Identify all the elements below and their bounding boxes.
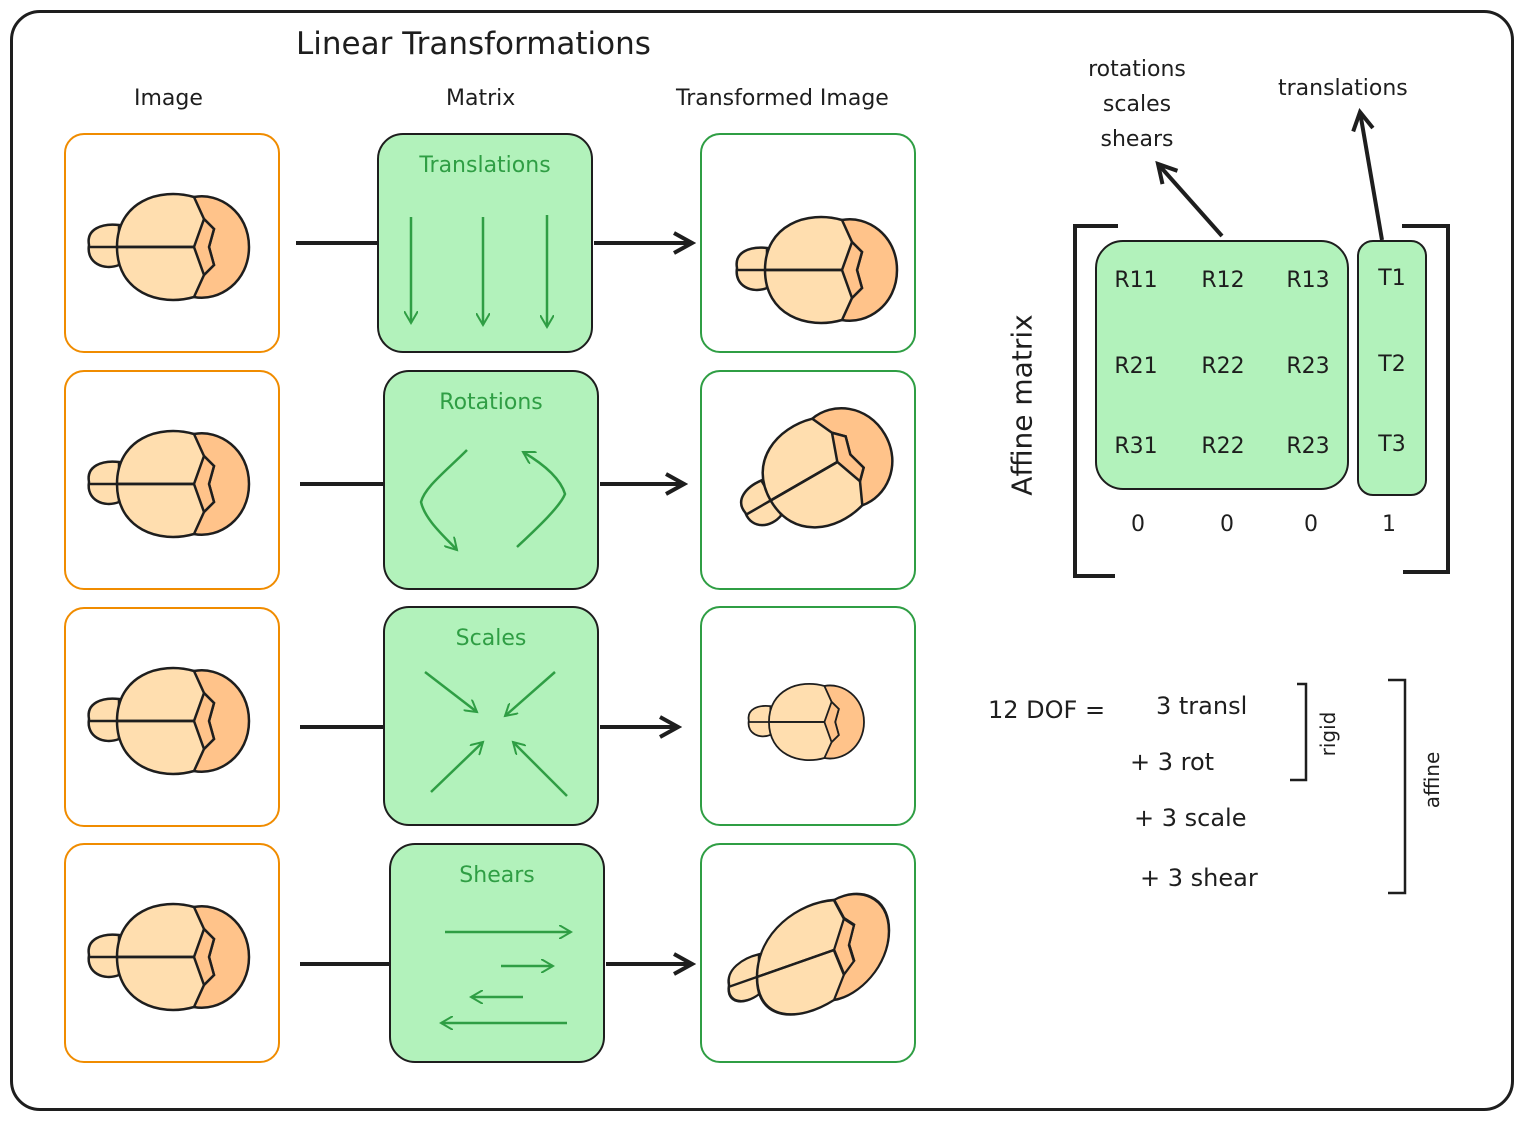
annotation-shears: shears xyxy=(1100,127,1174,152)
column-header-transformed: Transformed Image xyxy=(676,86,889,111)
column-header-image: Image xyxy=(134,86,203,111)
matrix-box-translations: Translations xyxy=(377,133,593,353)
matrix-cell: R13 xyxy=(1286,268,1330,293)
inward-arrows-icon xyxy=(424,671,568,797)
dof-term: 3 transl xyxy=(1156,692,1248,720)
matrix-cell: R23 xyxy=(1286,434,1330,459)
dof-term: + 3 shear xyxy=(1140,864,1258,892)
matrix-cell-bottom: 1 xyxy=(1382,512,1396,537)
rotation-block xyxy=(1095,240,1349,490)
matrix-cell-translation: T1 xyxy=(1378,266,1406,291)
matrix-label: Scales xyxy=(455,626,527,651)
matrix-cell: R11 xyxy=(1114,268,1158,293)
result-image-box xyxy=(700,133,916,353)
matrix-cell: R21 xyxy=(1114,354,1158,379)
diagram-title: Linear Transformations xyxy=(296,26,651,62)
matrix-cell: R12 xyxy=(1201,268,1245,293)
rigid-label: rigid xyxy=(1316,711,1340,757)
affine-matrix-label: Affine matrix xyxy=(1005,314,1039,496)
matrix-cell-bottom: 0 xyxy=(1220,512,1234,537)
input-image-box xyxy=(64,843,280,1063)
translation-pointer-arrow xyxy=(1360,112,1384,241)
rotation-arrows-icon xyxy=(419,449,567,592)
matrix-cell-bottom: 0 xyxy=(1304,512,1318,537)
rss-pointer-arrow xyxy=(1158,164,1224,238)
column-header-matrix: Matrix xyxy=(446,86,516,111)
matrix-cell-bottom: 0 xyxy=(1131,512,1145,537)
matrix-cell-translation: T2 xyxy=(1378,352,1406,377)
matrix-cell: R22 xyxy=(1201,354,1245,379)
matrix-cell: R22 xyxy=(1201,434,1245,459)
affine-bracket xyxy=(1388,678,1407,895)
result-image-box xyxy=(700,843,916,1063)
matrix-label: Rotations xyxy=(439,390,543,415)
matrix-label: Shears xyxy=(459,863,535,888)
matrix-label: Translations xyxy=(419,153,551,178)
down-arrows-icon xyxy=(379,215,595,355)
matrix-cell-translation: T3 xyxy=(1378,432,1406,457)
matrix-box-shears: Shears xyxy=(389,843,605,1063)
dof-term: + 3 rot xyxy=(1130,748,1215,776)
translation-block xyxy=(1357,240,1427,496)
dof-lhs: 12 DOF = xyxy=(988,696,1106,724)
rigid-bracket xyxy=(1290,682,1308,782)
matrix-box-rotations: Rotations xyxy=(383,370,599,590)
annotation-rotations: rotations xyxy=(1088,57,1186,82)
shear-arrows-icon xyxy=(391,845,607,1065)
input-image-box xyxy=(64,607,280,827)
input-image-box xyxy=(64,133,280,353)
annotation-rss: rotations scales shears xyxy=(1072,52,1202,157)
annotation-scales: scales xyxy=(1102,92,1172,117)
annotation-translations: translations xyxy=(1278,76,1408,101)
dof-term: + 3 scale xyxy=(1134,804,1247,832)
input-image-box xyxy=(64,370,280,590)
matrix-box-scales: Scales xyxy=(383,606,599,826)
result-image-box xyxy=(700,606,916,826)
matrix-cell: R23 xyxy=(1286,354,1330,379)
canvas-frame xyxy=(10,10,1514,1111)
left-bracket xyxy=(1073,224,1118,578)
right-bracket xyxy=(1402,224,1450,574)
matrix-cell: R31 xyxy=(1114,434,1158,459)
affine-label: affine xyxy=(1420,751,1444,809)
result-image-box xyxy=(700,370,916,590)
